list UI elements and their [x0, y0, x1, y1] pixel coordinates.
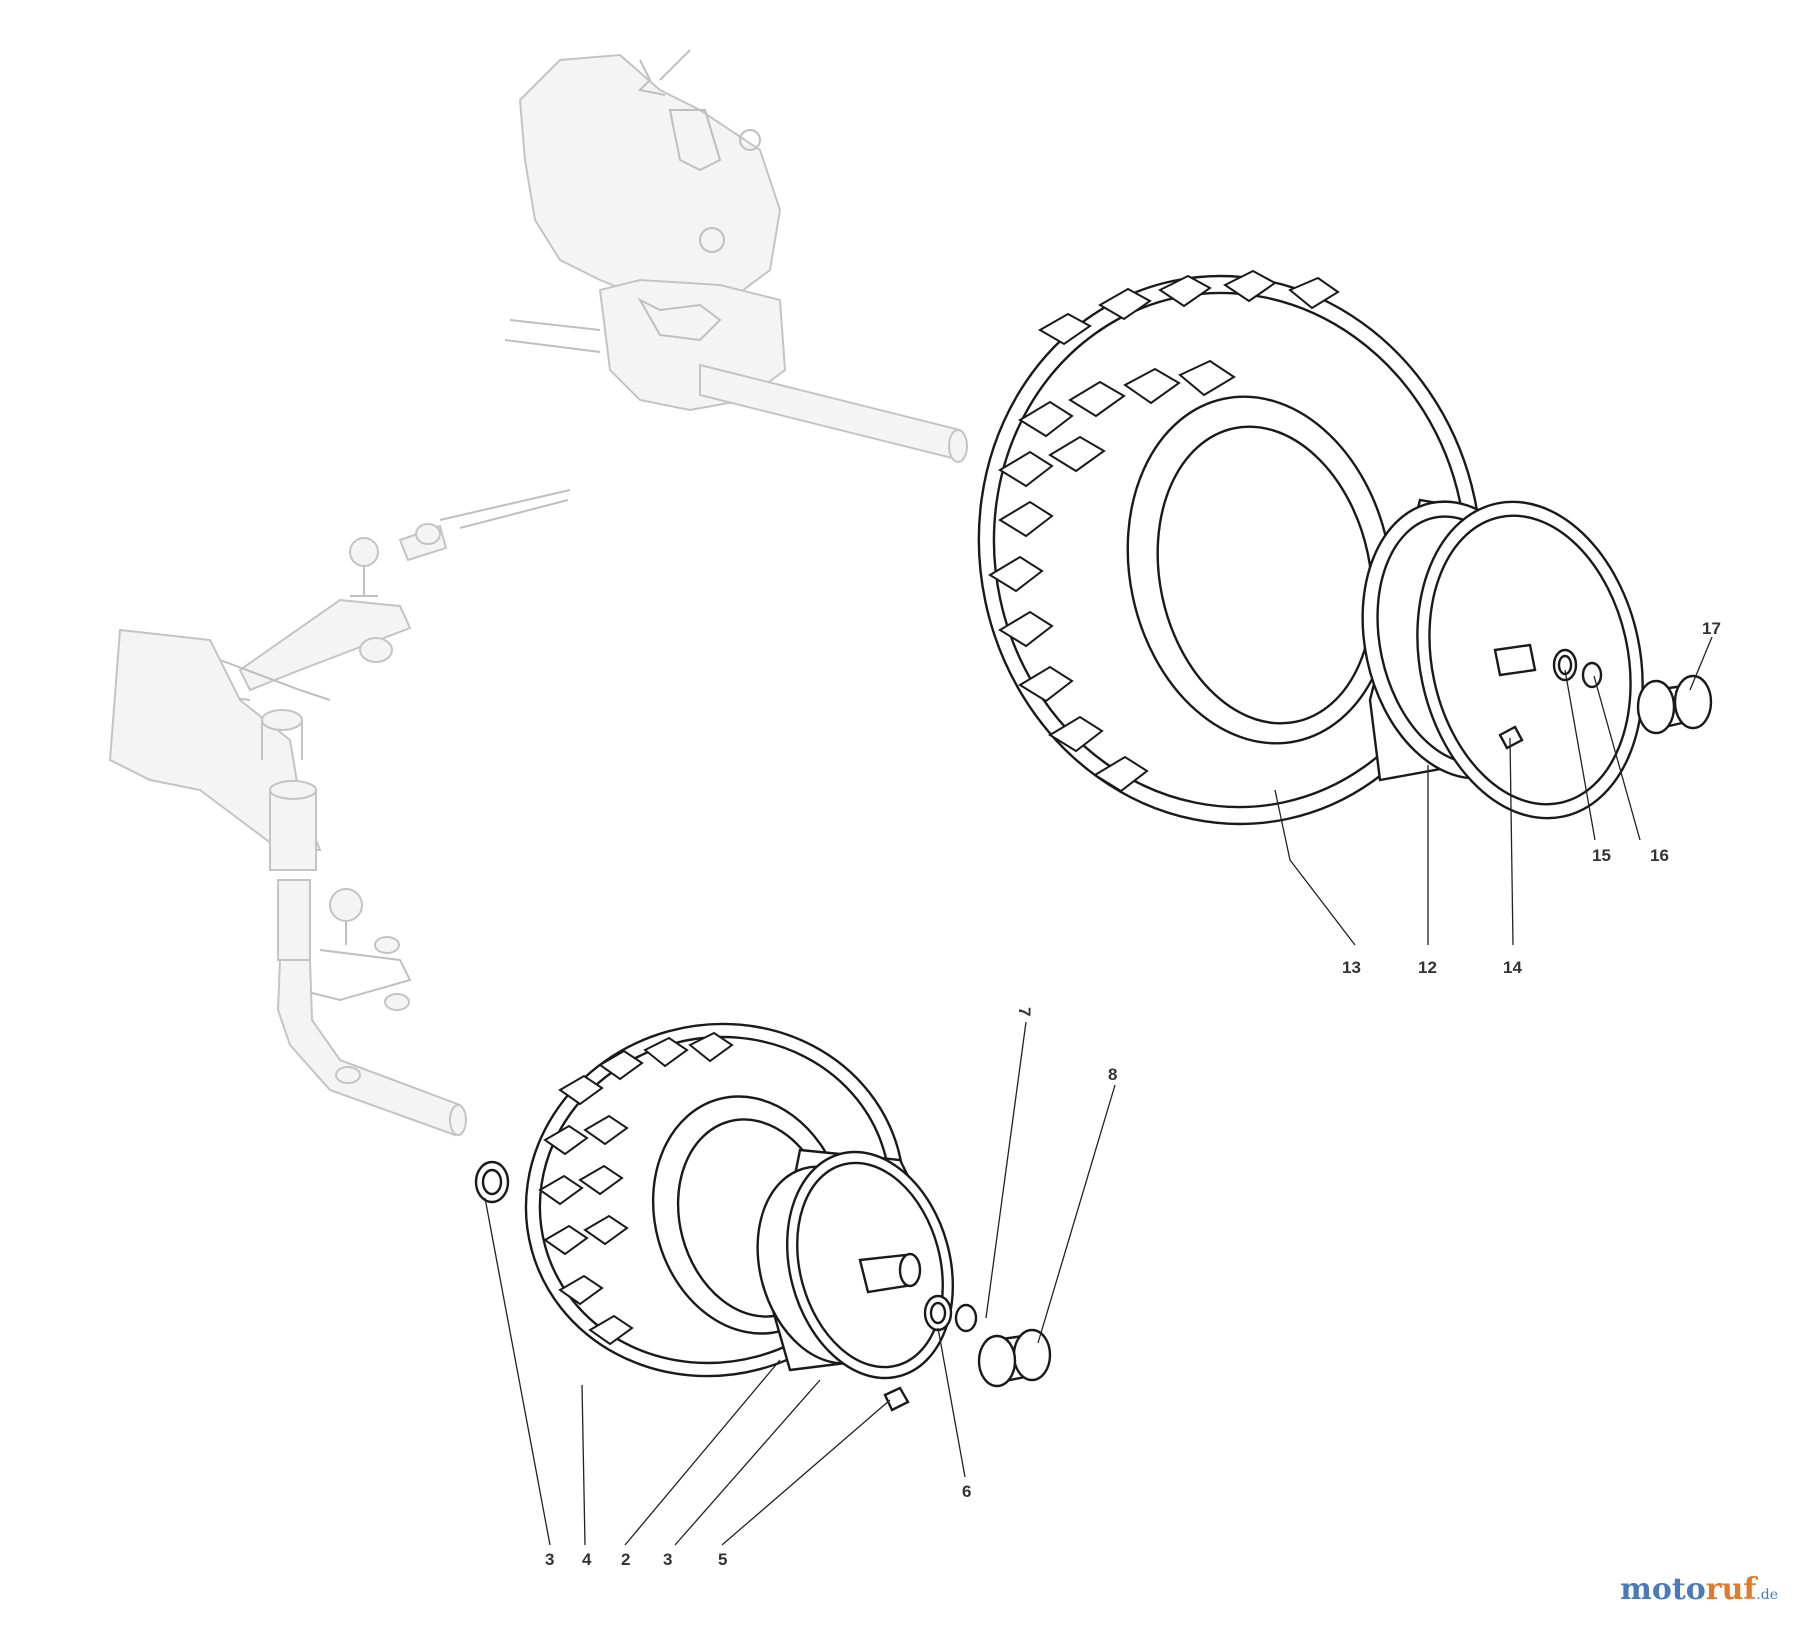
part-label-14: 14	[1503, 958, 1522, 977]
part-label-12: 12	[1418, 958, 1437, 977]
part-label-8: 8	[1108, 1065, 1117, 1084]
transaxle-ghost	[504, 49, 968, 463]
part-label-5: 5	[718, 1550, 727, 1569]
watermark-logo: motoruf.de	[1620, 1572, 1778, 1607]
watermark-suffix: .de	[1756, 1587, 1778, 1603]
steering-linkage-ghost	[108, 489, 571, 1137]
rear-tire	[977, 269, 1483, 826]
watermark-part1: moto	[1620, 1572, 1706, 1607]
part-label-4: 4	[582, 1550, 592, 1569]
part-label-16: 16	[1650, 846, 1669, 865]
part-label-3-right: 3	[663, 1550, 672, 1569]
part-label-2: 2	[621, 1550, 630, 1569]
front-rim	[756, 1148, 955, 1380]
part-label-17: 17	[1702, 619, 1721, 638]
leader-lines	[484, 636, 1713, 1546]
part-label-13: 13	[1342, 958, 1361, 977]
front-hub-parts	[474, 1160, 1052, 1412]
rear-hub-parts	[1493, 643, 1713, 750]
part-label-7: 7	[1015, 1007, 1034, 1016]
part-number-labels: 17 15 16 13 12 14 7 8 6 3 4 2 3 5	[545, 619, 1721, 1569]
part-label-3-left: 3	[545, 1550, 554, 1569]
part-label-6: 6	[962, 1482, 971, 1501]
watermark-part2: ruf	[1705, 1572, 1757, 1607]
part-label-15: 15	[1592, 846, 1611, 865]
